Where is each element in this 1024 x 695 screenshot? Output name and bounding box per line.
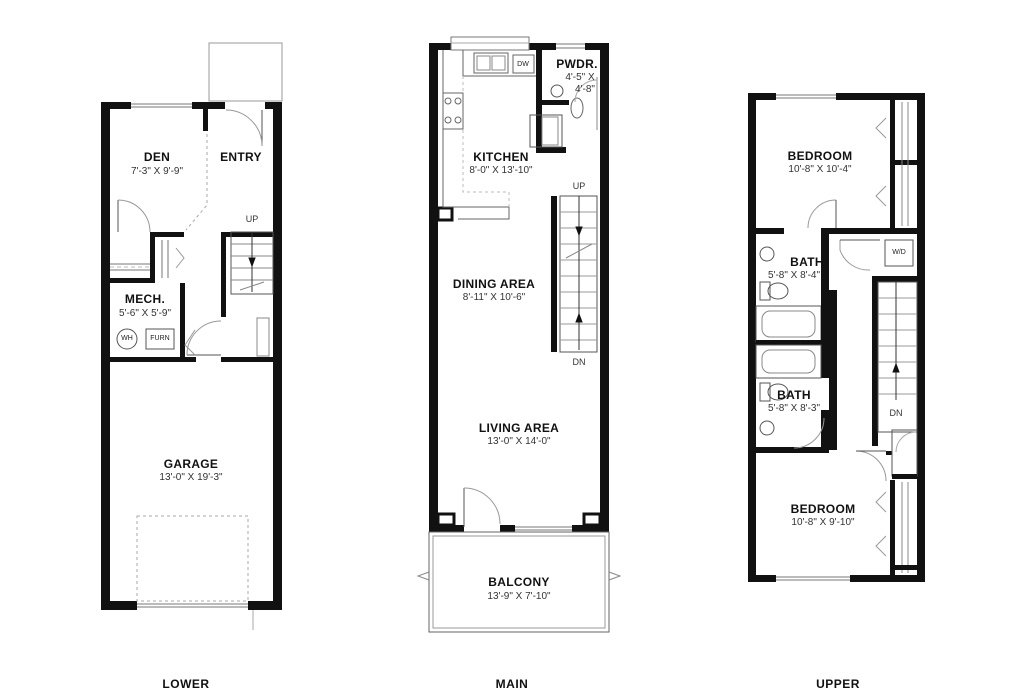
washer-dryer-label: W/D xyxy=(892,249,906,256)
bedroom1-name: BEDROOM xyxy=(787,149,853,163)
bedroom1-dimensions: 10'-8" X 10'-4" xyxy=(788,164,852,175)
garage-name: GARAGE xyxy=(163,457,219,471)
upper-wall-right xyxy=(917,93,925,582)
powder-dimensions-b: 4'-8" xyxy=(575,84,595,95)
upper-wall-left xyxy=(748,93,756,582)
main-stair-down-label: DN xyxy=(572,357,586,367)
bath2-dimensions: 5'-8" X 8'-3" xyxy=(767,403,821,414)
main-stair-up-label: UP xyxy=(572,181,586,191)
living-name: LIVING AREA xyxy=(478,421,560,435)
bedroom2-name: BEDROOM xyxy=(790,502,856,516)
powder-name: PWDR. xyxy=(556,57,598,71)
dishwasher-label: DW xyxy=(517,61,529,68)
balcony-name: BALCONY xyxy=(488,575,550,589)
dining-dimensions: 8'-11" X 10'-6" xyxy=(462,292,526,303)
kitchen-dimensions: 8'-0" X 13'-10" xyxy=(469,165,533,176)
entry-name: ENTRY xyxy=(220,150,262,164)
balcony-dimensions: 13'-9" X 7'-10" xyxy=(487,591,551,602)
main-wall-right xyxy=(600,43,609,532)
lower-stair-up-label: UP xyxy=(245,214,259,224)
upper-stair-down-label: DN xyxy=(889,408,903,418)
furnace-label: FURN xyxy=(150,335,170,342)
upper-floor-plan xyxy=(748,93,925,582)
bedroom2-dimensions: 10'-8" X 9'-10" xyxy=(791,517,855,528)
mech-dimensions: 5'-6" X 5'-9" xyxy=(118,308,172,319)
powder-dimensions-a: 4'-5" X xyxy=(565,72,595,83)
water-heater-label: WH xyxy=(121,335,133,342)
dining-name: DINING AREA xyxy=(452,277,536,291)
living-dimensions: 13'-0" X 14'-0" xyxy=(487,436,551,447)
main-floor-plan xyxy=(416,36,622,633)
lower-floor-plan xyxy=(101,42,283,630)
floor-title-upper: UPPER xyxy=(816,677,860,691)
lower-wall-right xyxy=(273,102,282,610)
floor-title-main: MAIN xyxy=(495,677,529,691)
bath1-name: BATH xyxy=(790,255,824,269)
furnace-icon xyxy=(145,328,175,350)
bath2-name: BATH xyxy=(777,388,811,402)
floor-title-lower: LOWER xyxy=(162,677,210,691)
lower-wall-left xyxy=(101,102,110,610)
bath1-dimensions: 5'-8" X 8'-4" xyxy=(767,270,821,281)
water-heater-icon xyxy=(116,328,138,350)
den-name: DEN xyxy=(143,150,171,164)
den-dimensions: 7'-3" X 9'-9" xyxy=(130,166,184,177)
main-wall-left xyxy=(429,43,438,532)
garage-dimensions: 13'-0" X 19'-3" xyxy=(159,472,223,483)
mech-name: MECH. xyxy=(124,292,166,306)
kitchen-name: KITCHEN xyxy=(473,150,529,164)
